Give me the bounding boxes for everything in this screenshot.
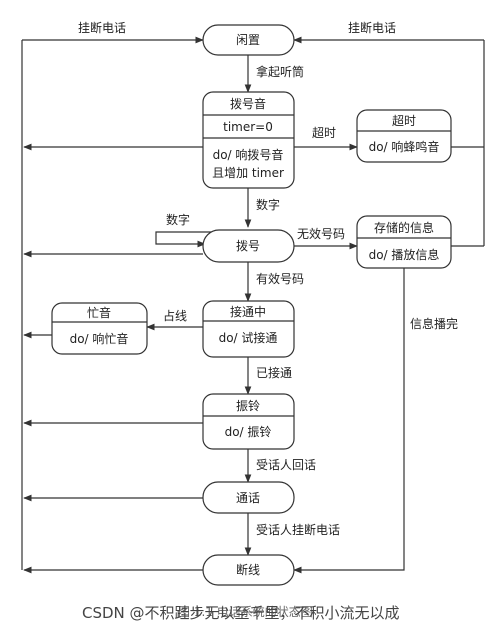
label-callee-answers: 受话人回话 (256, 458, 316, 472)
csdn-watermark: CSDN @不积跬步无以至千里，不积小流无以成 (82, 604, 400, 622)
label-message-done: 信息播完 (410, 316, 458, 331)
state-dialing-name: 拨号 (236, 239, 260, 253)
state-disconnected-name: 断线 (236, 562, 260, 577)
label-hang-up-left: 挂断电话 (78, 20, 126, 35)
label-hang-up-right: 挂断电话 (348, 20, 396, 35)
state-recorded-message-action: do/ 播放信息 (369, 247, 440, 262)
figure-caption: 图 1.1 电话系统的状态图 (178, 604, 313, 619)
message-done-arrow (293, 268, 405, 574)
state-ringing (202, 393, 295, 450)
state-dial-tone-action-2: 且增加 timer (212, 166, 284, 180)
state-dial-tone (202, 91, 295, 189)
state-busy (51, 302, 148, 355)
state-recorded-message-name: 存储的信息 (374, 220, 434, 235)
state-disconnected (202, 554, 295, 586)
state-timeout (356, 109, 452, 163)
label-callee-hangs-up: 受话人挂断电话 (256, 522, 340, 537)
state-timeout-action: do/ 响蜂鸣音 (369, 139, 440, 154)
state-dial-tone-internal: timer=0 (223, 120, 273, 134)
state-dialing (202, 229, 295, 263)
state-ringing-name: 振铃 (236, 398, 260, 413)
label-busy-line: 占线 (163, 308, 187, 323)
state-talking (202, 481, 295, 514)
label-invalid-number: 无效号码 (297, 226, 345, 241)
state-dial-tone-action-1: do/ 响拨号音 (213, 147, 284, 162)
state-busy-action: do/ 响忙音 (70, 331, 129, 346)
state-dial-tone-name: 拨号音 (230, 96, 266, 111)
label-pick-up: 拿起听筒 (256, 64, 304, 79)
state-idle (202, 24, 295, 56)
digit-self-loop (155, 231, 215, 248)
state-connecting-name: 接通中 (230, 304, 266, 319)
state-busy-name: 忙音 (87, 305, 111, 320)
state-connecting-action: do/ 试接通 (219, 330, 278, 345)
state-connecting (202, 300, 295, 358)
label-valid-number: 有效号码 (256, 271, 304, 286)
state-idle-name: 闲置 (236, 33, 260, 47)
label-digit-loop: 数字 (166, 212, 190, 227)
state-recorded-message (356, 215, 452, 269)
label-connected: 已接通 (256, 365, 292, 380)
label-digit: 数字 (256, 197, 280, 212)
label-timeout: 超时 (312, 125, 336, 140)
state-timeout-name: 超时 (392, 113, 416, 128)
state-talking-name: 通话 (236, 491, 260, 505)
state-ringing-action: do/ 振铃 (225, 424, 272, 439)
